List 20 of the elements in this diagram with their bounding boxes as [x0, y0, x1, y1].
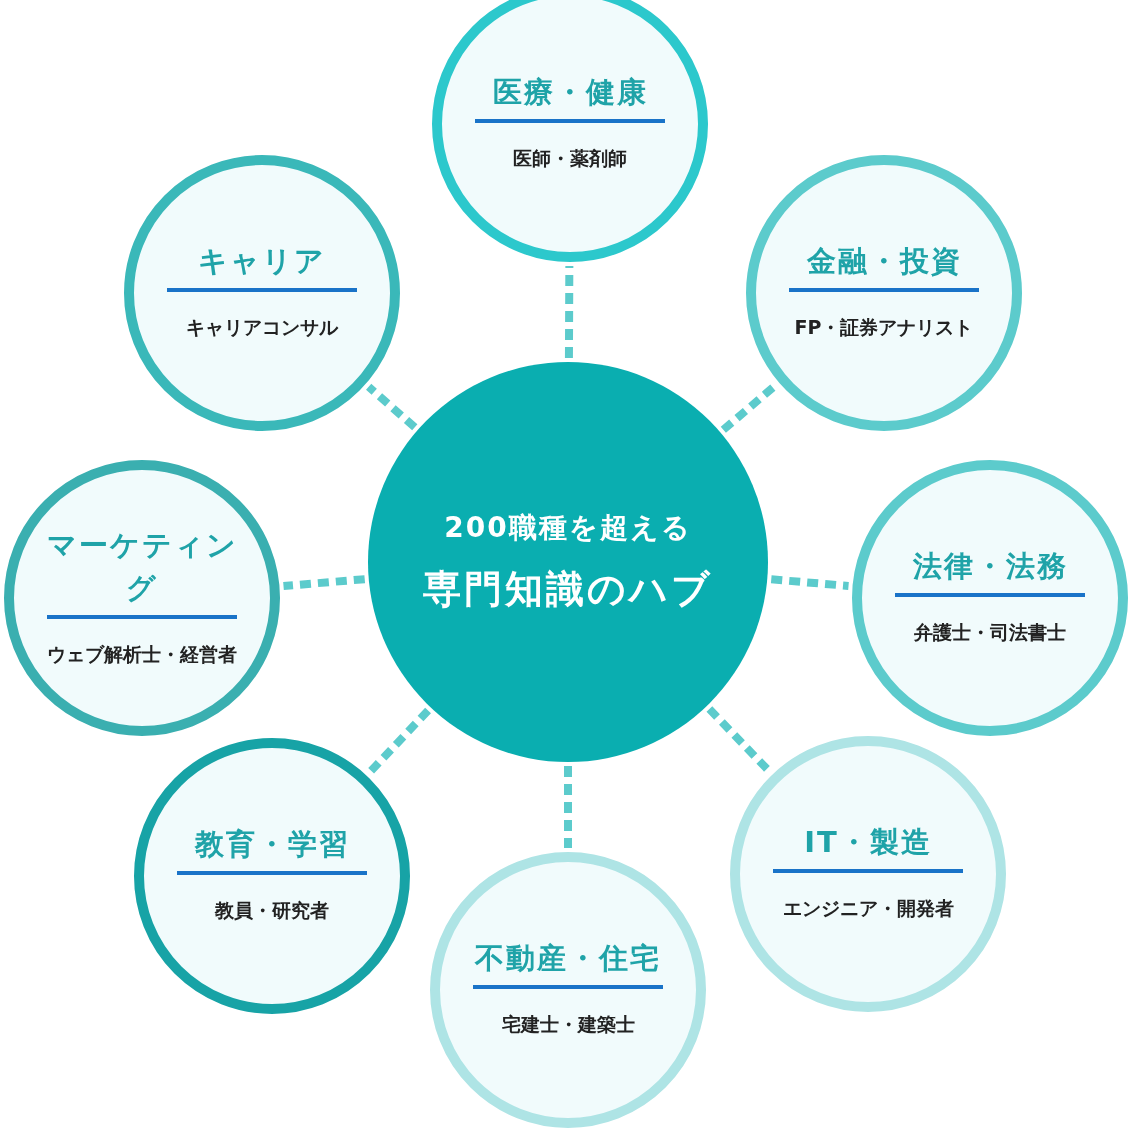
- hub-subtitle: 200職種を超える: [444, 509, 692, 546]
- dashed-connector: [366, 707, 431, 776]
- category-title: キャリア: [198, 243, 326, 281]
- category-title: 不動産・住宅: [475, 940, 661, 978]
- category-title: 法律・法務: [912, 548, 1068, 586]
- category-professions: 宅建士・建築士: [501, 1011, 635, 1037]
- category-professions: ウェブ解析士・経営者: [47, 641, 237, 667]
- category-professions: 医師・薬剤師: [513, 145, 627, 171]
- category-title: 医療・健康: [492, 74, 648, 112]
- category-professions: 弁護士・司法書士: [914, 619, 1066, 645]
- category-title: IT・製造: [804, 824, 932, 862]
- hub-title: 専門知識のハブ: [423, 565, 713, 613]
- category-professions: FP・証券アナリスト: [794, 314, 974, 340]
- category-professions: 教員・研究者: [215, 897, 329, 923]
- category-title: 金融・投資: [806, 243, 962, 281]
- category-professions: キャリアコンサル: [186, 314, 338, 340]
- category-title: マーケティング: [45, 526, 239, 607]
- category-professions: エンジニア・開発者: [782, 895, 954, 921]
- category-title: 教育・学習: [194, 826, 350, 864]
- dashed-connector: [366, 383, 418, 431]
